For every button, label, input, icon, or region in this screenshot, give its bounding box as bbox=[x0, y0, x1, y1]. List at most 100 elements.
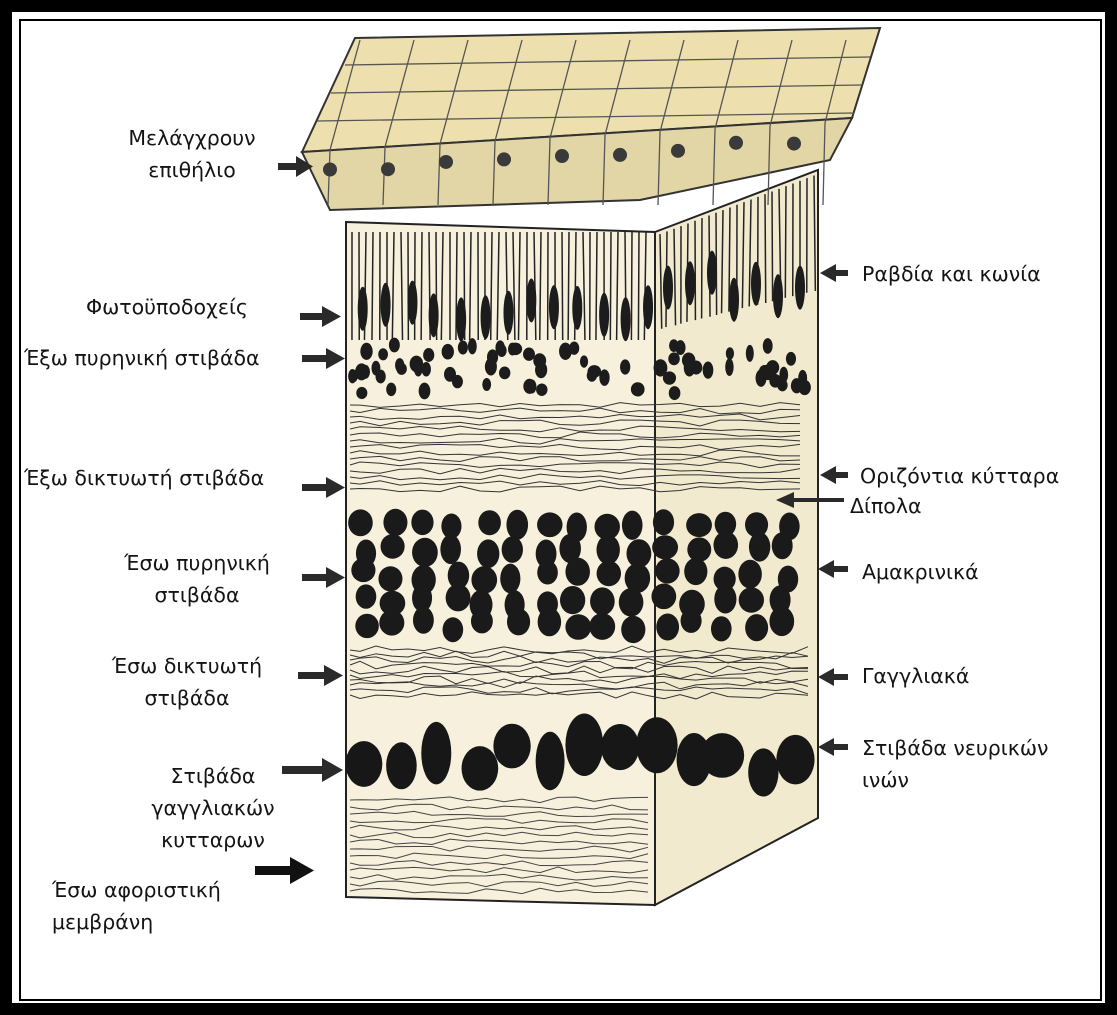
outer-nuclear-cell bbox=[442, 344, 454, 360]
ganglion-arrow bbox=[818, 668, 848, 686]
outer-nuclear-arrow bbox=[302, 348, 345, 369]
photoreceptor-cell bbox=[572, 286, 582, 330]
inner-nuclear-cell bbox=[412, 538, 438, 567]
outer-nuclear-cell bbox=[389, 338, 400, 353]
label-line: Αμακρινικά bbox=[862, 556, 979, 588]
photoreceptor-cell bbox=[751, 262, 761, 306]
outer-nuclear-cell bbox=[684, 359, 695, 376]
label-outer-plexiform-layer: Έξω δικτυωτή στιβάδα bbox=[24, 462, 264, 494]
outer-nuclear-cell bbox=[726, 347, 734, 359]
outer-nuclear-cell bbox=[395, 358, 404, 372]
label-line: Δίπολα bbox=[850, 490, 922, 522]
inner-nuclear-cell bbox=[738, 560, 761, 589]
photoreceptor-cell bbox=[707, 251, 717, 295]
photoreceptor-cell bbox=[407, 281, 417, 325]
ganglion-cell bbox=[386, 742, 417, 789]
epithelium-nucleus bbox=[729, 136, 743, 150]
inner-nuclear-cell bbox=[537, 560, 558, 584]
inner-nuclear-cell bbox=[378, 566, 402, 591]
epithelium-nucleus bbox=[381, 162, 395, 176]
inner-nuclear-cell bbox=[622, 511, 643, 540]
nerve-fiber-arrow bbox=[818, 738, 848, 756]
label-line: Ραβδία και κωνία bbox=[862, 258, 1041, 290]
photoreceptor-cell bbox=[663, 266, 673, 310]
outer-nuclear-cell bbox=[386, 383, 396, 396]
inner-nuclear-cell bbox=[713, 531, 738, 559]
label-horizontal-cells: Οριζόντια κύτταρα bbox=[860, 460, 1059, 492]
photoreceptor-cell bbox=[729, 278, 739, 322]
ganglion-cell bbox=[776, 735, 814, 785]
photoreceptor-cell bbox=[381, 283, 391, 327]
inner-nuclear-cell bbox=[355, 614, 379, 638]
inner-nuclear-cell bbox=[443, 617, 464, 642]
label-line: στιβάδα bbox=[92, 579, 302, 611]
ganglion-cell bbox=[748, 748, 778, 796]
inner-plexiform-arrow bbox=[298, 665, 343, 686]
ganglion-cell bbox=[421, 722, 451, 784]
label-line: Έξω πυρηνική στιβάδα bbox=[24, 342, 260, 374]
outer-nuclear-cell bbox=[668, 352, 680, 365]
epithelium-nucleus bbox=[671, 144, 685, 158]
inner-nuclear-cell bbox=[446, 584, 471, 611]
label-amacrine: Αμακρινικά bbox=[862, 556, 979, 588]
inner-nuclear-cell bbox=[500, 564, 520, 594]
inner-nuclear-cell bbox=[589, 613, 615, 640]
label-inner-plexiform-layer: Έσω δικτυωτή στιβάδα bbox=[82, 650, 292, 714]
photoreceptor-stripe bbox=[610, 232, 611, 340]
photoreceptor-stripe bbox=[596, 232, 597, 340]
inner-nuclear-cell bbox=[507, 608, 530, 635]
photoreceptor-stripe bbox=[631, 232, 632, 340]
photoreceptor-stripe bbox=[772, 191, 773, 301]
outer-nuclear-cell bbox=[620, 359, 630, 374]
outer-nuclear-cell bbox=[766, 360, 779, 375]
inner-nuclear-cell bbox=[714, 585, 736, 614]
epithelium-nucleus bbox=[323, 162, 337, 176]
epithelium-nucleus bbox=[439, 155, 453, 169]
inner-nuclear-cell bbox=[686, 513, 712, 537]
label-line: Έσω αφοριστική bbox=[52, 874, 221, 906]
inner-nuclear-cell bbox=[538, 608, 562, 637]
outer-nuclear-cell bbox=[485, 358, 497, 376]
outer-nuclear-cell bbox=[376, 370, 386, 384]
label-outer-nuclear-layer: Έξω πυρηνική στιβάδα bbox=[24, 342, 260, 374]
inner-nuclear-arrow bbox=[302, 567, 345, 588]
photoreceptor-cell bbox=[526, 278, 536, 322]
outer-nuclear-cell bbox=[779, 367, 788, 383]
inner-nuclear-cell bbox=[411, 510, 433, 536]
inner-nuclear-cell bbox=[413, 607, 434, 634]
ganglion-cell bbox=[346, 741, 383, 787]
inner-nuclear-cell bbox=[348, 509, 373, 536]
inner-nuclear-cell bbox=[537, 512, 562, 537]
outer-nuclear-cell bbox=[703, 361, 714, 378]
label-line: Στιβάδα bbox=[128, 760, 298, 792]
ganglion-cell bbox=[636, 717, 677, 773]
outer-nuclear-cell bbox=[798, 380, 811, 395]
inner-nuclear-cell bbox=[621, 616, 645, 643]
label-ganglion-cell-layer: Στιβάδα γαγγλιακών κυτταρων bbox=[128, 760, 298, 856]
outer-nuclear-cell bbox=[419, 383, 431, 400]
outer-nuclear-cell bbox=[587, 365, 601, 378]
photoreceptor-cell bbox=[643, 285, 653, 329]
horizontal-cells-arrow bbox=[820, 466, 848, 484]
ganglion-cell bbox=[601, 724, 639, 770]
inner-nuclear-cell bbox=[379, 610, 404, 636]
inner-nuclear-cell bbox=[745, 614, 768, 641]
label-photoreceptors: Φωτοϋποδοχείς bbox=[86, 291, 248, 323]
inner-nuclear-cell bbox=[471, 609, 493, 633]
label-pigment-epithelium: Μελάγχρουν επιθήλιο bbox=[102, 122, 282, 186]
label-line: Έσω πυρηνική bbox=[92, 547, 302, 579]
outer-nuclear-cell bbox=[497, 344, 507, 357]
photoreceptor-cell bbox=[429, 293, 439, 337]
label-ganglion: Γαγγλιακά bbox=[862, 660, 969, 692]
label-line: Έσω δικτυωτή bbox=[82, 650, 292, 682]
outer-nuclear-cell bbox=[349, 370, 358, 383]
inner-nuclear-cell bbox=[351, 558, 375, 582]
inner-nuclear-cell bbox=[596, 535, 619, 565]
inner-nuclear-cell bbox=[739, 587, 764, 612]
epithelium-nucleus bbox=[497, 152, 511, 166]
inner-nuclear-cell bbox=[749, 532, 770, 561]
inner-nuclear-cell bbox=[502, 536, 523, 563]
label-line: μεμβράνη bbox=[52, 906, 221, 938]
outer-nuclear-cell bbox=[533, 353, 546, 368]
inner-nuclear-cell bbox=[356, 584, 377, 608]
